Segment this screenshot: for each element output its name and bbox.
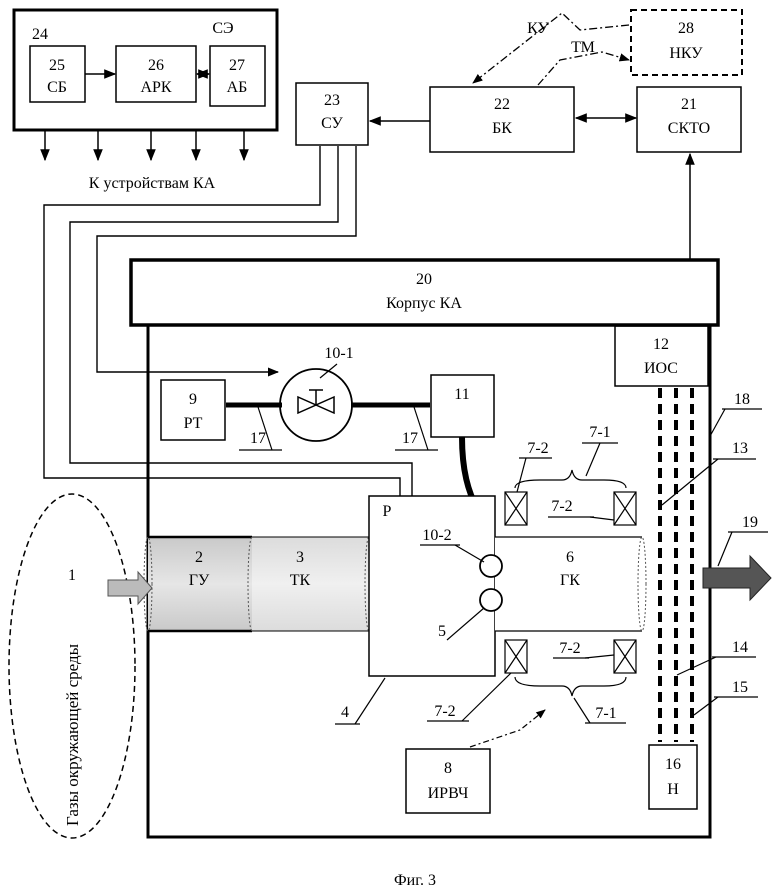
block-sb-label: СБ bbox=[47, 79, 67, 96]
power-group-tag: СЭ bbox=[212, 20, 233, 37]
gk-label: ГК bbox=[560, 572, 580, 589]
figure-caption: Фиг. 3 bbox=[394, 872, 436, 889]
callout-4: 4 bbox=[341, 704, 349, 721]
block-su: 23 СУ bbox=[296, 83, 368, 145]
gk-number: 6 bbox=[566, 549, 574, 566]
callout-18: 18 bbox=[734, 391, 750, 408]
chamber-p-label: Р bbox=[383, 503, 392, 520]
to-devices-label: К устройствам КА bbox=[89, 175, 216, 192]
block-ark: 26 АРК bbox=[116, 46, 196, 102]
callout-7-1-top: 7-1 bbox=[589, 424, 610, 441]
block-rt-label: РТ bbox=[184, 415, 203, 432]
block-ios-label: ИОС bbox=[644, 360, 678, 377]
block-irvch: 8 ИРВЧ bbox=[406, 749, 490, 813]
callout-17-right: 17 bbox=[402, 430, 418, 447]
valve-10-1 bbox=[280, 369, 352, 441]
callout-5: 5 bbox=[438, 623, 446, 640]
body-number: 20 bbox=[416, 271, 432, 288]
block-sb: 25 СБ bbox=[30, 46, 85, 102]
callout-14: 14 bbox=[732, 639, 748, 656]
block-ark-label: АРК bbox=[140, 79, 171, 96]
ambient-number: 1 bbox=[68, 567, 76, 584]
ion-optics-grids bbox=[660, 388, 692, 742]
valve-number: 10-1 bbox=[324, 345, 353, 362]
exhaust-arrow bbox=[703, 556, 771, 600]
chamber-4: Р bbox=[369, 496, 495, 676]
body-title: Корпус КА bbox=[386, 295, 462, 312]
power-system-group: 24 СЭ 25 СБ 26 АРК 27 АБ К устройствам К… bbox=[14, 10, 277, 192]
gu-number: 2 bbox=[195, 549, 203, 566]
block-ark-number: 26 bbox=[148, 57, 164, 74]
callout-10-2: 10-2 bbox=[422, 527, 451, 544]
block-n-label: Н bbox=[667, 781, 679, 798]
brace-7-1-bottom bbox=[515, 677, 626, 696]
block-nku: 28 НКУ bbox=[631, 10, 742, 75]
block-ab: 27 АБ bbox=[210, 46, 265, 106]
ambient-label: Газы окружающей среды bbox=[63, 643, 82, 826]
block-bk: 22 БК bbox=[430, 87, 574, 152]
block-rt: 9 РТ bbox=[161, 380, 225, 440]
brace-7-1-top bbox=[515, 470, 626, 488]
block-11-number: 11 bbox=[454, 386, 469, 403]
tm-label: ТМ bbox=[571, 39, 595, 56]
callout-7-2-top-left: 7-2 bbox=[527, 440, 548, 457]
injector-10-2 bbox=[480, 555, 502, 577]
callout-15: 15 bbox=[732, 679, 748, 696]
block-11: 11 bbox=[431, 375, 494, 437]
injector-5 bbox=[480, 589, 502, 611]
callout-13: 13 bbox=[732, 440, 748, 457]
block-skto-label: СКТО bbox=[668, 120, 710, 137]
block-irvch-label: ИРВЧ bbox=[428, 785, 469, 802]
block-nku-number: 28 bbox=[678, 20, 694, 37]
transfer-channel-tk: 3 ТК bbox=[252, 537, 373, 631]
callout-7-2-bottom-right: 7-2 bbox=[559, 640, 580, 657]
block-irvch-number: 8 bbox=[444, 760, 452, 777]
block-n: 16 Н bbox=[649, 745, 697, 809]
gas-intake-gu: 2 ГУ bbox=[144, 537, 256, 631]
block-bk-label: БК bbox=[492, 120, 512, 137]
callout-7-2-top-right: 7-2 bbox=[551, 498, 572, 515]
callout-17-left: 17 bbox=[250, 430, 266, 447]
ku-label: КУ bbox=[527, 20, 549, 37]
block-nku-label: НКУ bbox=[669, 45, 703, 62]
block-n-number: 16 bbox=[665, 756, 681, 773]
ku-link-line bbox=[473, 13, 629, 83]
gu-label: ГУ bbox=[189, 572, 210, 589]
power-group-number: 24 bbox=[32, 26, 48, 43]
block-su-number: 23 bbox=[324, 92, 340, 109]
block-su-label: СУ bbox=[321, 115, 343, 132]
block-bk-number: 22 bbox=[494, 96, 510, 113]
tk-number: 3 bbox=[296, 549, 304, 566]
device-output-arrows bbox=[45, 131, 244, 160]
block-skto-number: 21 bbox=[681, 96, 697, 113]
block-ab-label: АБ bbox=[227, 79, 248, 96]
block-ios-number: 12 bbox=[653, 336, 669, 353]
tm-link-line bbox=[538, 52, 629, 85]
gas-discharge-chamber-gk: 6 ГК bbox=[495, 537, 646, 631]
block-skto: 21 СКТО bbox=[637, 87, 741, 152]
block-ab-number: 27 bbox=[229, 57, 245, 74]
callout-19: 19 bbox=[742, 514, 758, 531]
rf-link-line bbox=[470, 710, 545, 747]
block-rt-number: 9 bbox=[189, 391, 197, 408]
ambient-gases: 1 Газы окружающей среды bbox=[9, 494, 135, 838]
block-ios: 12 ИОС bbox=[615, 326, 708, 386]
callout-7-1-bottom: 7-1 bbox=[595, 705, 616, 722]
callout-7-2-bottom-left: 7-2 bbox=[434, 703, 455, 720]
tk-label: ТК bbox=[290, 572, 311, 589]
block-sb-number: 25 bbox=[49, 57, 65, 74]
